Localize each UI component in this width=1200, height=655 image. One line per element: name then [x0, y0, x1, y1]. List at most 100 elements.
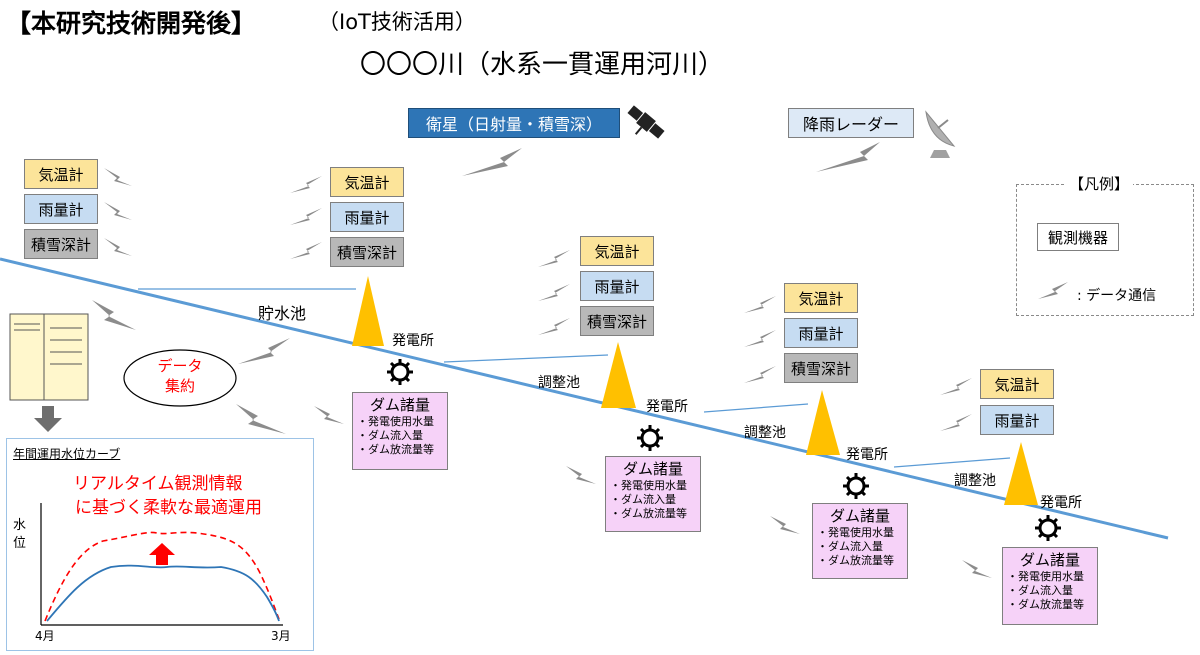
plant-label: 発電所: [646, 399, 688, 415]
curve-title: 年間運用水位カーブ: [13, 447, 121, 461]
gear-icon: [637, 425, 663, 451]
dam-info-item: ・発電使用水量: [357, 415, 434, 428]
dam-info-title: ダム諸量: [369, 396, 430, 414]
lightning-icon: [744, 296, 776, 313]
pond-label: 調整池: [954, 473, 996, 489]
lightning-icon: [940, 414, 972, 431]
dam-info-box: ダム諸量 ・発電使用水量 ・ダム流入量 ・ダム放流量等: [812, 503, 908, 579]
dam-info-item: ・ダム放流量等: [1007, 598, 1084, 611]
lightning-icon: [538, 318, 570, 335]
curve-ylabel-line1: 水: [13, 518, 27, 533]
aggregate-ellipse: [123, 349, 237, 407]
lightning-icon: [962, 560, 992, 578]
lightning-icon: [104, 238, 132, 256]
page-subtitle: （IoT技術活用）: [318, 10, 476, 34]
curve-ylabel-line2: 位: [13, 536, 27, 551]
radar-dish-icon: [925, 110, 956, 158]
down-arrow-icon: [34, 406, 62, 432]
water-level-curve-panel: 年間運用水位カーブ リアルタイム観測情報 に基づく柔軟な最適運用 水 位 4月 …: [6, 438, 314, 651]
curve-headline-2: に基づく柔軟な最適運用: [75, 498, 262, 518]
lightning-icon: [290, 242, 322, 259]
lightning-icon: [104, 168, 132, 186]
lightning-icon: [104, 202, 132, 220]
curve-x-end: 3月: [271, 629, 291, 643]
dam-info-item: ・発電使用水量: [1007, 570, 1084, 583]
lightning-icon: [538, 284, 570, 301]
pond-surface-3: [893, 457, 1011, 468]
temp-gauge: 気温計: [580, 236, 654, 266]
legend-comm-label: : データ通信: [1077, 288, 1157, 304]
snow-gauge: 積雪深計: [580, 306, 654, 336]
snow-gauge: 積雪深計: [24, 229, 98, 259]
conventional-curve: [46, 564, 280, 622]
dam-cone-3: [806, 390, 840, 455]
snow-gauge: 積雪深計: [784, 353, 858, 383]
temp-gauge: 気温計: [330, 167, 404, 197]
snow-gauge: 積雪深計: [330, 237, 404, 267]
aggregate-label-line2: 集約: [164, 377, 195, 395]
dam-info-title: ダム諸量: [829, 507, 890, 525]
gear-icon: [1035, 515, 1061, 541]
temp-gauge: 気温計: [24, 159, 98, 189]
aggregate-label-line1: データ: [157, 357, 203, 375]
gear-icon: [387, 359, 413, 385]
dam-cone-1: [352, 276, 384, 346]
temp-gauge: 気温計: [980, 369, 1054, 399]
legend: 【凡例】 観測機器 : データ通信: [1016, 173, 1194, 316]
pond-label: 調整池: [538, 375, 580, 391]
dam-info-box: ダム諸量 ・発電使用水量 ・ダム流入量 ・ダム放流量等: [605, 456, 701, 532]
lightning-icon: [744, 330, 776, 347]
server-icon: [9, 313, 89, 401]
plant-label: 発電所: [392, 333, 434, 349]
dam-cone-2: [601, 342, 636, 408]
legend-title: 【凡例】: [1065, 173, 1134, 194]
lightning-icon: [940, 378, 972, 395]
dam-info-item: ・ダム放流量等: [357, 443, 434, 456]
satellite-icon: [627, 105, 665, 139]
up-arrow-icon: [149, 543, 175, 565]
dam-info-item: ・発電使用水量: [817, 526, 894, 539]
river-name: 〇〇〇川（水系一貫運用河川）: [360, 50, 725, 80]
lightning-icon: [816, 142, 880, 172]
lightning-icon: [290, 208, 322, 225]
river-line: [0, 257, 1169, 540]
plant-label: 発電所: [1040, 495, 1082, 511]
rain-gauge: 雨量計: [330, 202, 404, 232]
dam-info-title: ダム諸量: [1019, 551, 1080, 569]
lightning-icon: [770, 516, 800, 534]
pond-surface-1: [443, 354, 609, 363]
optimized-curve: [44, 531, 280, 622]
dam-info-item: ・発電使用水量: [610, 479, 687, 492]
lightning-icon: [566, 466, 596, 484]
legend-device-box: 観測機器: [1037, 223, 1119, 251]
rain-gauge: 雨量計: [24, 194, 98, 224]
dam-info-item: ・ダム流入量: [817, 540, 883, 553]
lightning-icon: [462, 148, 522, 176]
rain-gauge: 雨量計: [980, 405, 1054, 435]
pond-surface-2: [703, 403, 809, 413]
dam-info-item: ・ダム流入量: [357, 429, 423, 442]
lightning-icon: [238, 338, 290, 364]
curve-ylabel: 水 位: [13, 517, 26, 553]
satellite-box: 衛星（日射量・積雪深）: [408, 108, 620, 138]
page-title: 【本研究技術開発後】: [6, 9, 257, 38]
pond-label: 調整池: [744, 425, 786, 441]
dam-info-title: ダム諸量: [622, 460, 683, 478]
aggregate-label: データ 集約: [150, 356, 210, 396]
lightning-group: [92, 142, 1068, 578]
dam-info-item: ・ダム放流量等: [610, 507, 687, 520]
plant-label: 発電所: [846, 447, 888, 463]
lightning-icon: [744, 366, 776, 383]
lightning-icon: [1038, 282, 1068, 299]
dam-info-item: ・ダム放流量等: [817, 554, 894, 567]
lightning-icon: [92, 300, 136, 330]
rain-gauge: 雨量計: [580, 271, 654, 301]
lightning-icon: [236, 404, 286, 434]
reservoir-label: 貯水池: [258, 304, 307, 323]
radar-box: 降雨レーダー: [788, 108, 914, 138]
dam-cone-4: [1004, 442, 1038, 505]
rain-gauge: 雨量計: [784, 318, 858, 348]
gear-icon: [843, 473, 869, 499]
